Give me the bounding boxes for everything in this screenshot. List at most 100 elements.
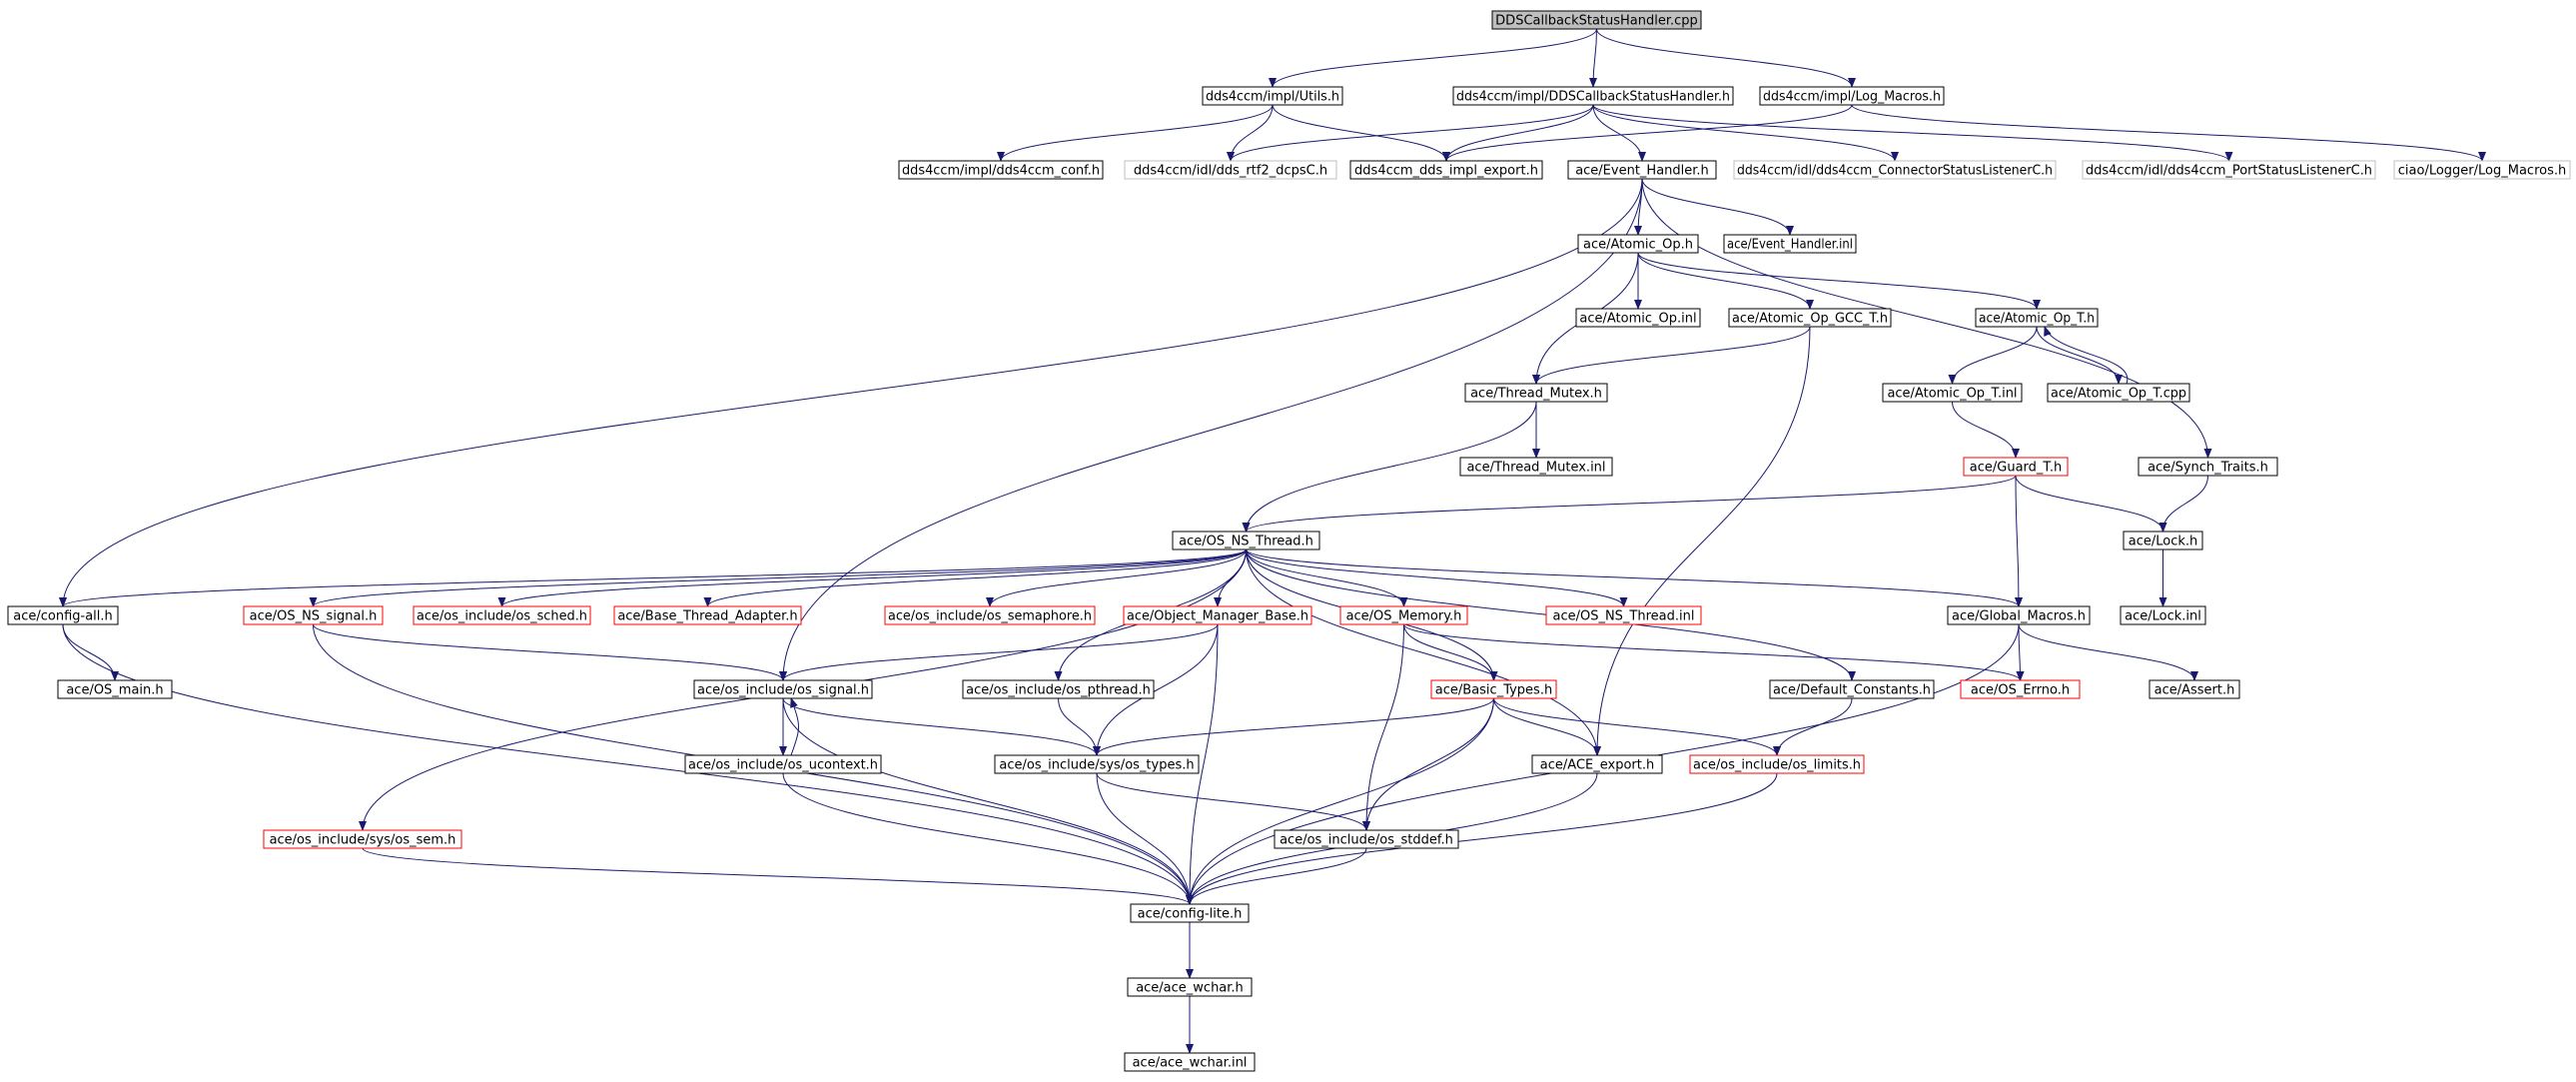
- node-box: [2393, 160, 2571, 180]
- node-box: [1947, 605, 2091, 625]
- node-lock[interactable]: ace/Lock.h: [2123, 531, 2203, 550]
- node-ossignal[interactable]: ace/os_include/os_signal.h: [693, 679, 873, 699]
- node-box: [962, 679, 1155, 699]
- node-label: dds4ccm/impl/Log_Macros.h: [1763, 90, 1941, 105]
- node-box: [1459, 457, 1613, 477]
- edge-objmgr-to-ossignal: [779, 623, 1219, 681]
- node-box: [1759, 86, 1945, 106]
- node-box: [994, 754, 1200, 774]
- node-box: [413, 605, 591, 625]
- edge-guard-to-lock: [2015, 475, 2167, 533]
- node-label: ace/Thread_Mutex.inl: [1466, 461, 1605, 476]
- node-conf[interactable]: dds4ccm/impl/dds4ccm_conf.h: [898, 160, 1104, 180]
- node-ossched[interactable]: ace/os_include/os_sched.h: [413, 605, 591, 625]
- edge-evh-to-configall: [59, 178, 1643, 607]
- node-box: [2082, 160, 2376, 180]
- node-ospthread[interactable]: ace/os_include/os_pthread.h: [962, 679, 1155, 699]
- edge-ospthread-to-ostypes: [1058, 697, 1101, 756]
- node-osstddef[interactable]: ace/os_include/os_stddef.h: [1274, 829, 1459, 849]
- node-acewcharinl[interactable]: ace/ace_wchar.inl: [1124, 1052, 1256, 1072]
- node-defconst[interactable]: ace/Default_Constants.h: [1769, 679, 1935, 699]
- edge-basictypes-to-aceexport: [1493, 697, 1601, 756]
- node-threadmutexinl[interactable]: ace/Thread_Mutex.inl: [1459, 457, 1613, 477]
- node-label: ace/Lock.inl: [2125, 609, 2201, 624]
- node-box: [7, 605, 119, 625]
- edge-osucontext-to-configlite: [782, 772, 1194, 905]
- edge-guard-to-globalmacros: [2014, 475, 2023, 607]
- node-atomicopinl[interactable]: ace/Atomic_Op.inl: [1575, 308, 1701, 328]
- node-aceexport[interactable]: ace/ACE_export.h: [1531, 754, 1663, 774]
- node-osnsthread[interactable]: ace/OS_NS_Thread.h: [1172, 531, 1320, 550]
- node-osmemory[interactable]: ace/OS_Memory.h: [1339, 605, 1468, 625]
- node-box: [1689, 754, 1865, 774]
- node-implexport[interactable]: dds4ccm_dds_impl_export.h: [1349, 160, 1543, 180]
- node-label: ace/Guard_T.h: [1970, 461, 2062, 476]
- node-basethread[interactable]: ace/Base_Thread_Adapter.h: [613, 605, 802, 625]
- node-label: ace/ACE_export.h: [1540, 758, 1654, 773]
- node-label: dds4ccm/idl/dds_rtf2_dcpsC.h: [1134, 164, 1327, 179]
- node-synch[interactable]: ace/Synch_Traits.h: [2138, 457, 2278, 477]
- edge-basictypes-to-ostypes: [1093, 697, 1494, 756]
- node-atomicop[interactable]: ace/Atomic_Op.h: [1577, 234, 1699, 254]
- node-label: ace/Base_Thread_Adapter.h: [617, 609, 797, 624]
- node-atomictcpp[interactable]: ace/Atomic_Op_T.cpp: [2047, 383, 2190, 403]
- edge-configall-to-osmain: [62, 623, 119, 681]
- node-box: [1728, 308, 1892, 328]
- node-lockinl[interactable]: ace/Lock.inl: [2120, 605, 2206, 625]
- node-box: [263, 829, 462, 849]
- node-assert[interactable]: ace/Assert.h: [2148, 679, 2240, 699]
- node-atomict[interactable]: ace/Atomic_Op_T.h: [1975, 308, 2099, 328]
- edge-ddscb-to-evh: [1592, 104, 1646, 162]
- node-root[interactable]: DDSCallbackStatusHandler.cpp: [1491, 10, 1702, 30]
- node-atomicgcc[interactable]: ace/Atomic_Op_GCC_T.h: [1728, 308, 1892, 328]
- node-objmgr[interactable]: ace/Object_Manager_Base.h: [1123, 605, 1312, 625]
- node-box: [693, 679, 873, 699]
- edge-objmgr-to-ostypes: [1093, 623, 1219, 756]
- node-ossyssem[interactable]: ace/os_include/sys/os_sem.h: [263, 829, 462, 849]
- node-configall[interactable]: ace/config-all.h: [7, 605, 119, 625]
- node-osnssignal[interactable]: ace/OS_NS_signal.h: [243, 605, 384, 625]
- edge-utils-to-rtf2: [1227, 104, 1274, 162]
- node-osucontext[interactable]: ace/os_include/os_ucontext.h: [684, 754, 882, 774]
- node-oslimits[interactable]: ace/os_include/os_limits.h: [1689, 754, 1865, 774]
- node-label: ace/os_include/os_stddef.h: [1280, 833, 1453, 848]
- node-osmain[interactable]: ace/OS_main.h: [57, 679, 173, 699]
- node-box: [1577, 234, 1699, 254]
- node-evhinl[interactable]: ace/Event_Handler.inl: [1723, 234, 1857, 254]
- node-box: [1575, 308, 1701, 328]
- node-label: ace/OS_Memory.h: [1346, 609, 1462, 624]
- node-logmacros[interactable]: dds4ccm/impl/Log_Macros.h: [1759, 86, 1945, 106]
- node-globalmacros[interactable]: ace/Global_Macros.h: [1947, 605, 2091, 625]
- node-basictypes[interactable]: ace/Basic_Types.h: [1430, 679, 1557, 699]
- edge-osnsthread-to-osnsthreadinl: [1246, 548, 1628, 607]
- edge-root-to-ddscb: [1589, 28, 1598, 88]
- node-osnsthreadinl[interactable]: ace/OS_NS_Thread.inl: [1545, 605, 1702, 625]
- node-label: DDSCallbackStatusHandler.cpp: [1495, 14, 1698, 29]
- node-ddscb[interactable]: dds4ccm/impl/DDSCallbackStatusHandler.h: [1452, 86, 1734, 106]
- edge-osnsthread-to-aceexport: [1246, 548, 1601, 756]
- edge-ddscb-to-implexport: [1442, 104, 1594, 162]
- node-acewchar[interactable]: ace/ace_wchar.h: [1127, 977, 1253, 997]
- edge-osnsthread-to-osmemory: [1246, 548, 1408, 607]
- node-guard[interactable]: ace/Guard_T.h: [1963, 457, 2069, 477]
- node-label: ace/Basic_Types.h: [1435, 683, 1552, 698]
- node-utils[interactable]: dds4ccm/impl/Utils.h: [1202, 86, 1343, 106]
- node-oserrno[interactable]: ace/OS_Errno.h: [1960, 679, 2081, 699]
- edge-evh-to-ossignal: [779, 178, 1643, 681]
- node-label: ace/Assert.h: [2154, 683, 2235, 698]
- node-ostypes[interactable]: ace/os_include/sys/os_types.h: [994, 754, 1200, 774]
- node-atomictinl[interactable]: ace/Atomic_Op_T.inl: [1882, 383, 2023, 403]
- edge-threadmutex-to-osnsthread: [1242, 401, 1537, 533]
- node-ciaolog: ciao/Logger/Log_Macros.h: [2393, 160, 2571, 180]
- node-label: ace/ace_wchar.h: [1136, 981, 1244, 996]
- node-evh[interactable]: ace/Event_Handler.h: [1567, 160, 1717, 180]
- node-label: ace/os_include/sys/os_types.h: [999, 758, 1194, 773]
- node-configlite[interactable]: ace/config-lite.h: [1130, 903, 1250, 923]
- node-ossem[interactable]: ace/os_include/os_semaphore.h: [884, 605, 1096, 625]
- node-label: ace/os_include/os_semaphore.h: [888, 609, 1092, 624]
- node-threadmutex[interactable]: ace/Thread_Mutex.h: [1464, 383, 1608, 403]
- node-label: ace/Atomic_Op_T.inl: [1887, 387, 2017, 402]
- node-connlist: dds4ccm/idl/dds4ccm_ConnectorStatusListe…: [1733, 160, 2057, 180]
- node-box: [1975, 308, 2099, 328]
